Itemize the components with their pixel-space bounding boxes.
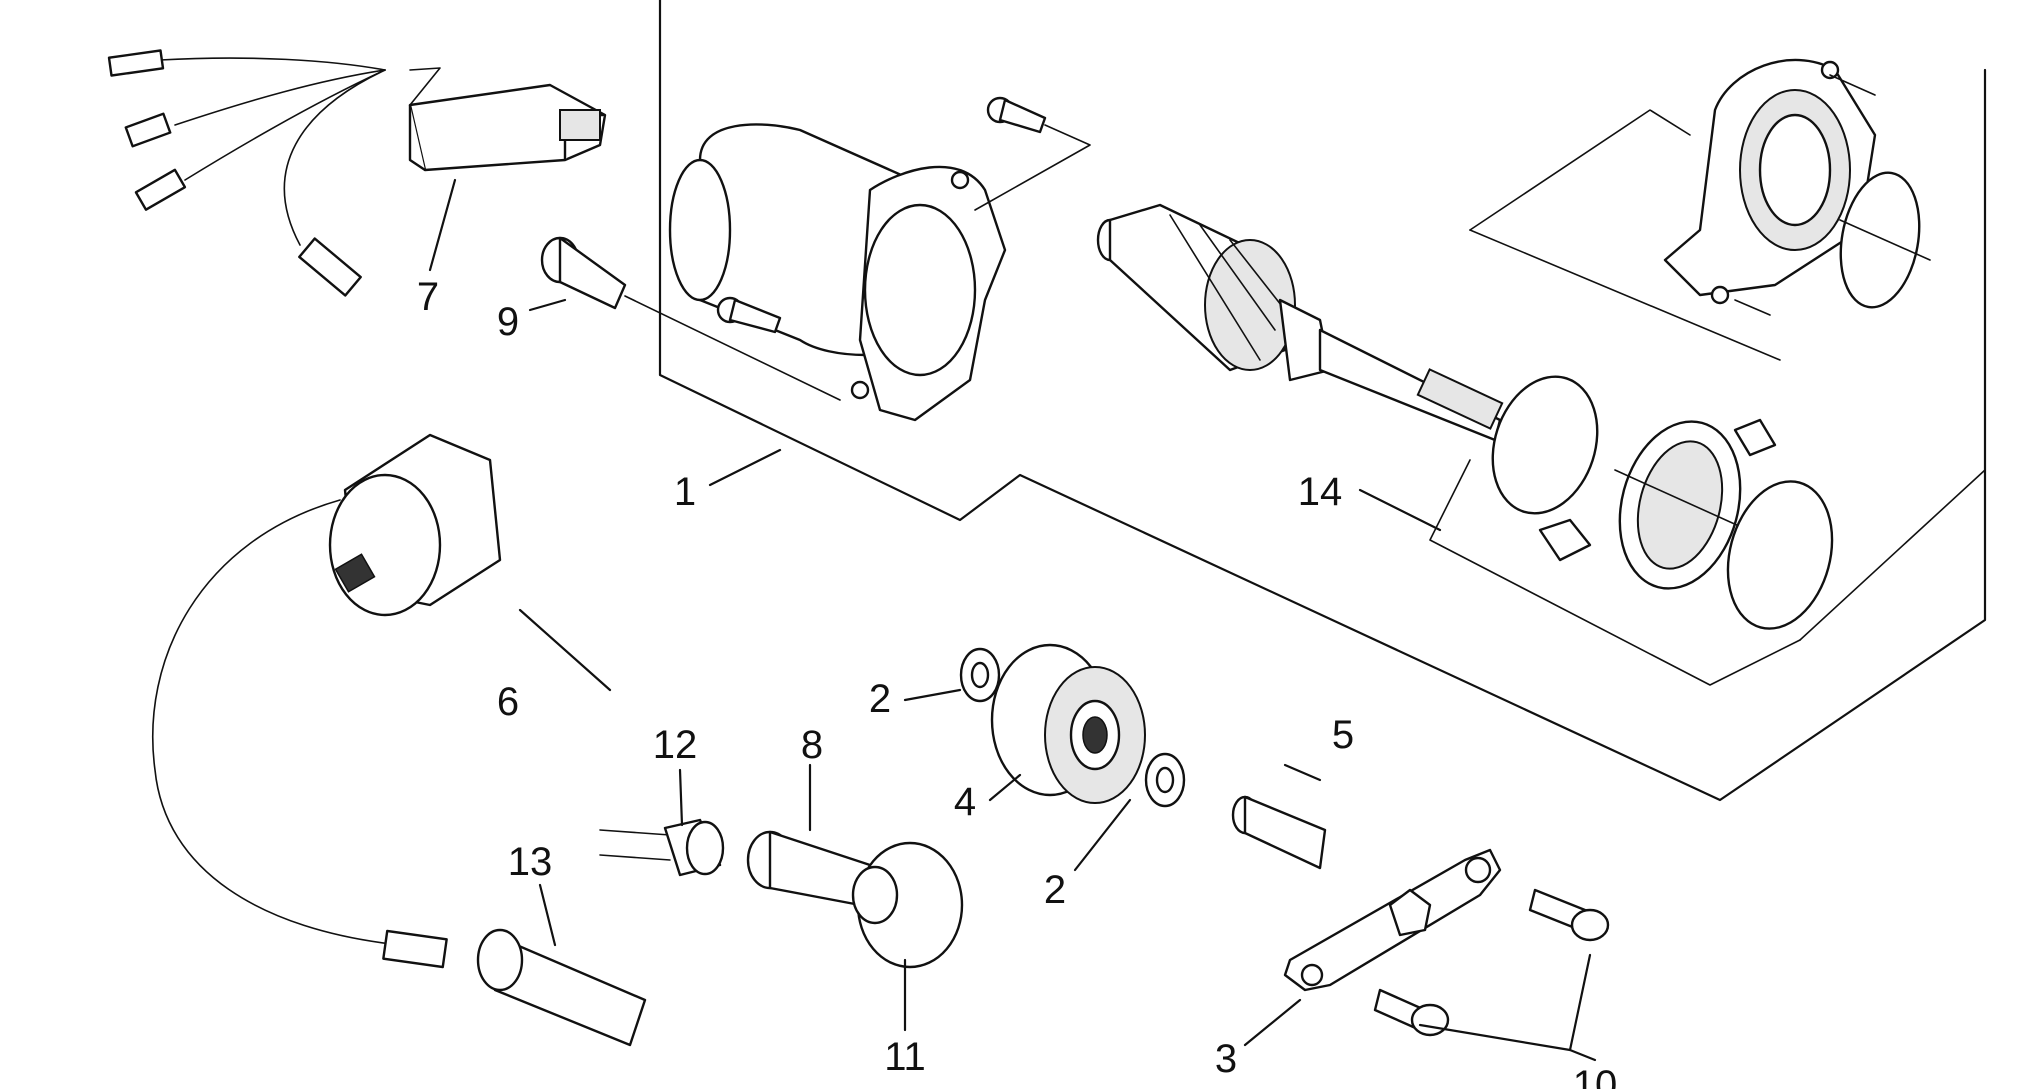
callout-2-top: 2 bbox=[869, 677, 891, 721]
starter-gear bbox=[990, 643, 1146, 804]
brush-holder-group-frame bbox=[1429, 459, 1986, 686]
callout-9: 9 bbox=[497, 300, 519, 344]
callout-14: 14 bbox=[1298, 470, 1343, 514]
callout-5: 5 bbox=[1332, 713, 1354, 757]
callout-4: 4 bbox=[954, 780, 976, 824]
callout-13: 13 bbox=[508, 840, 553, 884]
bracket bbox=[1283, 848, 1502, 992]
starter-housing bbox=[668, 123, 1007, 422]
o-ring-brush-right bbox=[1726, 480, 1834, 630]
callout-1: 1 bbox=[674, 470, 696, 514]
brush-holder bbox=[1538, 418, 1777, 590]
spark-plug-cap bbox=[382, 928, 647, 1047]
o-ring-rear bbox=[1839, 171, 1931, 309]
washer-bottom bbox=[1144, 752, 1186, 808]
rear-cover-group-frame bbox=[1469, 109, 1781, 361]
leader-lines bbox=[428, 178, 1597, 1062]
long-bolt bbox=[540, 236, 841, 401]
screw-upper bbox=[1528, 888, 1610, 942]
callout-6: 6 bbox=[497, 680, 519, 724]
callout-11: 11 bbox=[884, 1035, 926, 1079]
washer-top bbox=[959, 647, 1001, 703]
cable-fitting bbox=[599, 818, 725, 877]
cdi-unit bbox=[107, 49, 607, 297]
armature bbox=[1096, 203, 1526, 442]
callout-8: 8 bbox=[801, 723, 823, 767]
spark-plug-washer bbox=[851, 841, 964, 969]
callout-12: 12 bbox=[653, 723, 698, 767]
callout-2-bottom: 2 bbox=[1044, 868, 1066, 912]
housing-screw-top bbox=[974, 96, 1091, 211]
callout-3: 3 bbox=[1215, 1037, 1237, 1081]
ignition-coil bbox=[151, 433, 502, 946]
starter-motor-assembly-frame bbox=[658, 0, 1987, 802]
spark-plug-body bbox=[746, 830, 872, 907]
callout-10: 10 bbox=[1573, 1063, 1618, 1089]
callout-7: 7 bbox=[417, 275, 439, 319]
pin bbox=[1231, 795, 1327, 870]
housing-screw-bottom bbox=[716, 296, 782, 334]
callout-labels: 1 2 2 3 4 5 6 7 8 9 10 11 12 13 14 bbox=[417, 275, 1617, 1089]
rear-cover bbox=[1663, 58, 1877, 316]
o-ring-brush-left bbox=[1491, 375, 1599, 515]
